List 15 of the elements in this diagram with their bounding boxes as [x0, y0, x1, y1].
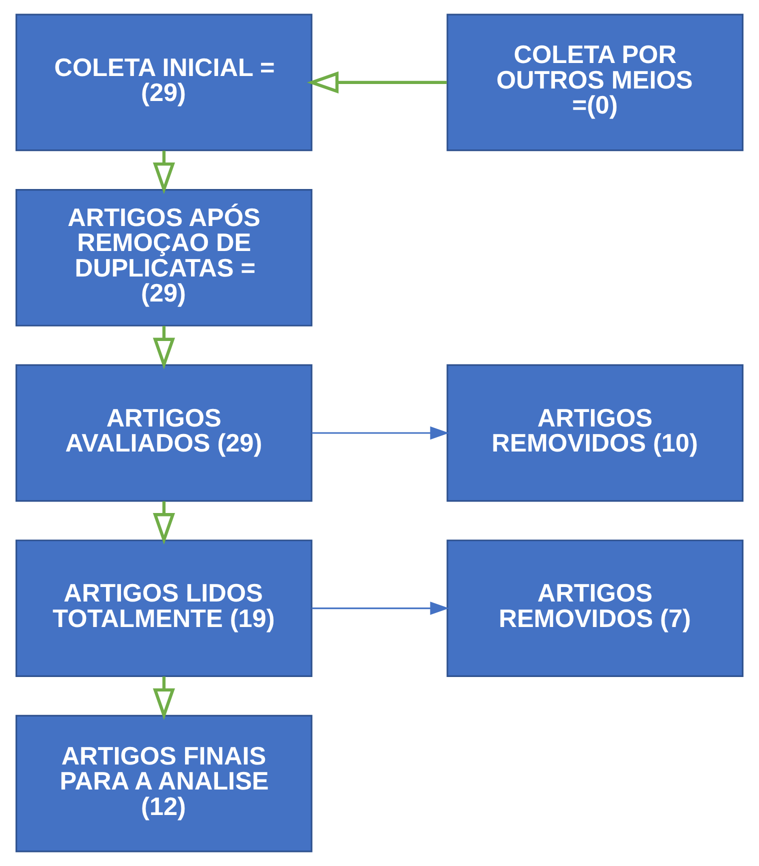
node-box: COLETA INICIAL = (29): [16, 14, 312, 152]
arrow: [312, 602, 450, 615]
arrow: [306, 71, 447, 94]
node-box: ARTIGOS AVALIADOS (29): [16, 364, 312, 502]
node-box: ARTIGOS LIDOS TOTALMENTE (19): [16, 540, 312, 677]
node-box: COLETA POR OUTROS MEIOS =(0): [446, 14, 744, 152]
node-box: ARTIGOS REMOVIDOS (10): [446, 364, 744, 502]
node-box: ARTIGOS FINAIS PARA A ANALISE (12): [16, 714, 312, 852]
arrow: [152, 150, 176, 194]
arrow: [312, 426, 450, 440]
arrow: [152, 501, 176, 545]
arrow: [152, 676, 176, 720]
node-box: ARTIGOS APÓS REMOÇAO DE DUPLICATAS = (29): [16, 189, 312, 326]
node-box: ARTIGOS REMOVIDOS (7): [446, 540, 744, 677]
arrow: [152, 326, 176, 370]
